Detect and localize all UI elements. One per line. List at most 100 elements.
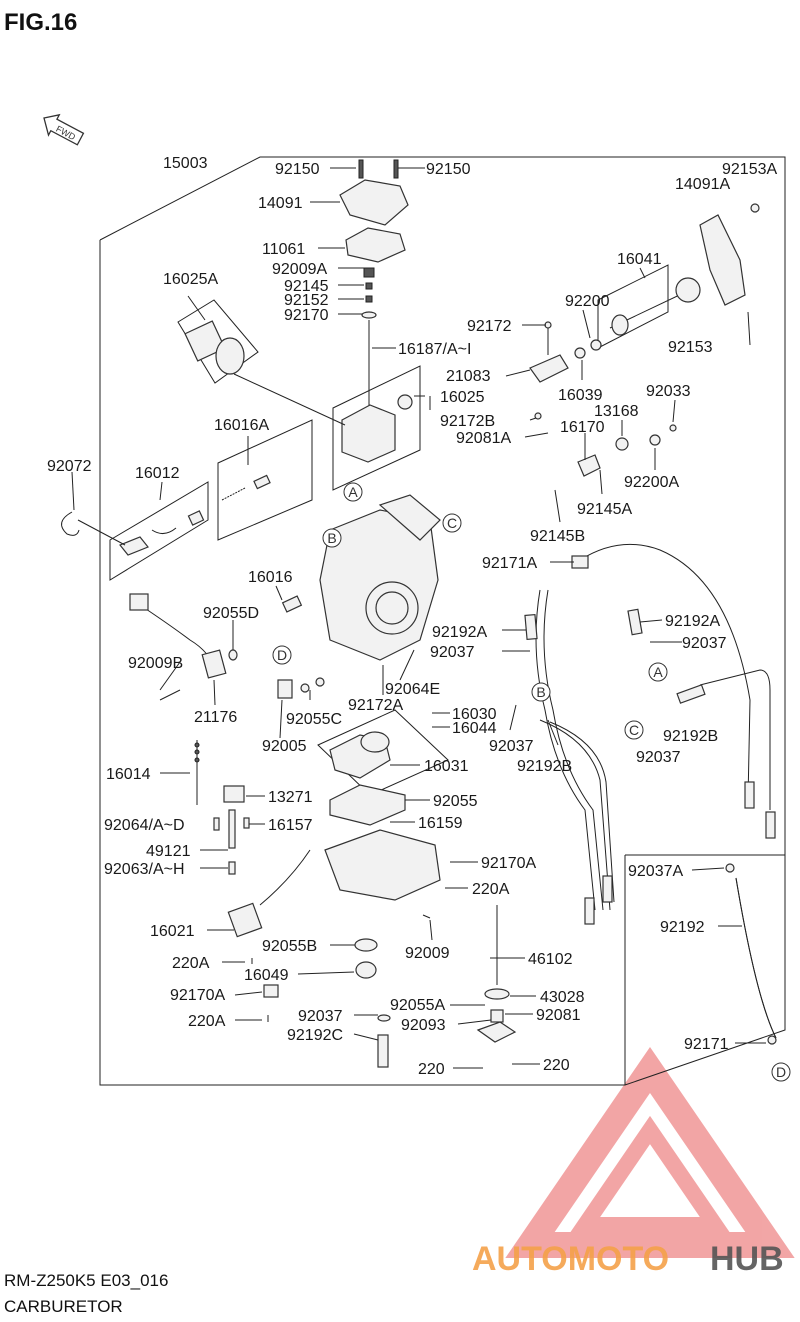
watermark-text: AUTOMOTO HUB	[472, 1240, 784, 1278]
part-label: 92171A	[482, 555, 537, 572]
part-label: 16170	[560, 419, 605, 436]
part-label: 16039	[558, 387, 603, 404]
callout-c-right: C	[624, 720, 644, 740]
part-label: 92150	[426, 161, 471, 178]
part-label: 14091	[258, 195, 303, 212]
section-title: CARBURETOR	[4, 1297, 123, 1316]
svg-text:B: B	[327, 530, 336, 546]
part-label: 92081A	[456, 430, 511, 447]
part-label: 92153	[668, 339, 713, 356]
part-label: 92064E	[385, 681, 440, 698]
part-label: 92192A	[665, 613, 720, 630]
part-label: 92055B	[262, 938, 317, 955]
part-label: 16041	[617, 251, 662, 268]
part-label: 220A	[472, 881, 510, 898]
callout-b-right: B	[531, 682, 551, 702]
leader-lines	[71, 167, 766, 1069]
svg-text:B: B	[536, 684, 545, 700]
part-label: 220	[418, 1061, 445, 1078]
part-label: 92150	[275, 161, 320, 178]
svg-text:D: D	[277, 647, 287, 663]
part-label: 43028	[540, 989, 585, 1006]
part-label: 92192A	[432, 624, 487, 641]
callout-b-top: B	[322, 528, 342, 548]
part-label: 92055	[433, 793, 478, 810]
part-label: 92055C	[286, 711, 342, 728]
part-label: 92009B	[128, 655, 183, 672]
part-label: 92064/A~D	[104, 817, 185, 834]
part-label: 92037A	[628, 863, 683, 880]
part-label: 92172A	[348, 697, 403, 714]
part-label: 92009	[405, 945, 450, 962]
part-label: 92145A	[577, 501, 632, 518]
part-label: 16025A	[163, 271, 218, 288]
callout-c-top: C	[442, 513, 462, 533]
assembly-outline	[99, 156, 786, 1086]
gasket-part	[345, 227, 406, 263]
part-label: 92081	[536, 1007, 581, 1024]
callout-d-left: D	[272, 645, 292, 665]
part-label: 46102	[528, 951, 573, 968]
svg-text:A: A	[348, 484, 358, 500]
part-label: 92093	[401, 1017, 446, 1034]
part-label: 11061	[262, 241, 305, 258]
part-label: 92145	[284, 278, 329, 295]
svg-text:A: A	[653, 664, 663, 680]
part-label: 92145B	[530, 528, 585, 545]
part-label: 92005	[262, 738, 307, 755]
svg-text:C: C	[447, 515, 457, 531]
part-label: 49121	[146, 843, 191, 860]
throttle-valve-part	[341, 404, 396, 463]
figure-title: FIG.16	[4, 9, 77, 36]
part-label: 92170A	[170, 987, 225, 1004]
lever-cover-part	[699, 214, 746, 306]
part-label: 220	[543, 1057, 570, 1074]
part-label: 15003	[163, 155, 208, 172]
part-label: 220A	[172, 955, 210, 972]
part-label: 92153A	[722, 161, 777, 178]
part-label: 92037	[430, 644, 475, 661]
part-labels: 15003 92150 92150 92153A 14091 14091A 11…	[47, 155, 777, 1078]
part-label: 92037	[298, 1008, 343, 1025]
part-label: 92171	[684, 1036, 729, 1053]
part-label: 92009A	[272, 261, 327, 278]
part-label: 16016	[248, 569, 293, 586]
float-bowl-part	[324, 829, 441, 901]
svg-text:C: C	[629, 722, 639, 738]
part-label: 92063/A~H	[104, 861, 185, 878]
watermark-logo	[505, 1047, 795, 1258]
part-label: 92192C	[287, 1027, 343, 1044]
callout-d-right: D	[771, 1062, 791, 1082]
part-label: 92192B	[663, 728, 718, 745]
part-label: 16016A	[214, 417, 269, 434]
part-label: 16031	[424, 758, 469, 775]
part-label: 92037	[489, 738, 534, 755]
part-label: 92152	[284, 292, 329, 309]
part-label: 92172B	[440, 413, 495, 430]
part-label: 92037	[636, 749, 681, 766]
parts-drawing	[61, 159, 777, 1068]
svg-text:HUB: HUB	[710, 1240, 784, 1278]
part-label: 16049	[244, 967, 289, 984]
part-label: 92055A	[390, 997, 445, 1014]
part-label: 16014	[106, 766, 151, 783]
sub-group-boxes	[109, 264, 669, 796]
fwd-arrow-icon: FWD	[43, 113, 85, 146]
part-label: 92200	[565, 293, 610, 310]
part-label: 16159	[418, 815, 463, 832]
callout-a-right: A	[648, 662, 668, 682]
part-label: 92170	[284, 307, 329, 324]
part-label: 16012	[135, 465, 180, 482]
part-label: 13168	[594, 403, 639, 420]
part-label: 21083	[446, 368, 491, 385]
part-label: 14091A	[675, 176, 730, 193]
part-label: 92072	[47, 458, 92, 475]
part-label: 220A	[188, 1013, 226, 1030]
part-label: 92172	[467, 318, 512, 335]
part-label: 92037	[682, 635, 727, 652]
top-cover-part	[339, 179, 409, 226]
part-label: 16025	[440, 389, 485, 406]
part-label: 16030	[452, 706, 497, 723]
part-label: 21176	[194, 709, 237, 726]
